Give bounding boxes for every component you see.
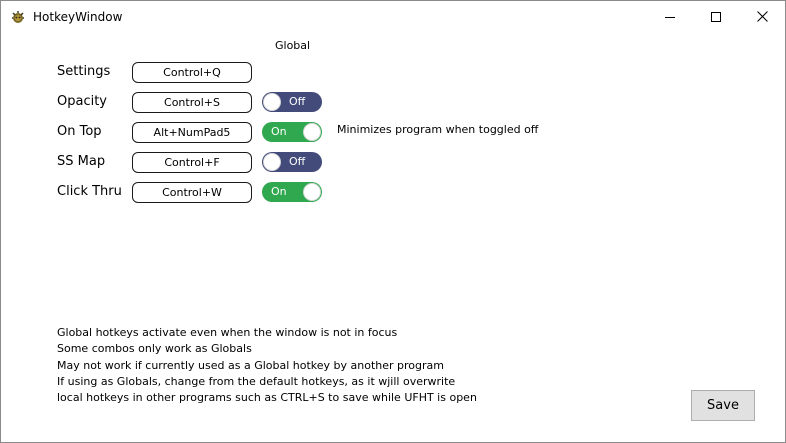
toggle-state-label: On: [271, 125, 287, 138]
opacity-toggle[interactable]: Off: [262, 92, 322, 112]
section-heading: Global: [275, 39, 311, 52]
info-line: local hotkeys in other programs such as …: [57, 391, 477, 405]
app-icon: [10, 9, 26, 25]
info-line: Global hotkeys activate even when the wi…: [57, 326, 398, 339]
toggle-state-label: Off: [289, 155, 306, 168]
click-thru-toggle[interactable]: On: [262, 182, 322, 202]
opacity-hotkey-field[interactable]: Control+S: [132, 92, 252, 113]
maximize-icon: [711, 11, 721, 22]
window-title: HotkeyWindow: [33, 10, 123, 24]
toggle-knob: [303, 183, 321, 201]
toggle-knob: [303, 123, 321, 141]
minimize-button[interactable]: [647, 1, 693, 32]
on-top-toggle[interactable]: On: [262, 122, 322, 142]
title-bar[interactable]: HotkeyWindow: [1, 1, 785, 32]
opacity-label: Opacity: [57, 94, 108, 109]
info-line: If using as Globals, change from the def…: [57, 374, 456, 388]
maximize-button[interactable]: [693, 1, 739, 32]
toggle-knob: [263, 153, 281, 171]
info-line: May not work if currently used as a Glob…: [57, 358, 444, 372]
on-top-note: Minimizes program when toggled off: [337, 123, 539, 136]
close-button[interactable]: [739, 1, 785, 32]
minimize-icon: [665, 16, 675, 18]
settings-label: Settings: [57, 64, 111, 79]
info-line: Some combos only work as Globals: [57, 342, 252, 356]
close-icon: [756, 11, 768, 22]
settings-hotkey-field[interactable]: Control+Q: [132, 62, 252, 83]
ss-map-toggle[interactable]: Off: [262, 152, 322, 172]
save-button[interactable]: Save: [691, 390, 755, 421]
click-thru-hotkey-field[interactable]: Control+W: [132, 182, 252, 203]
toggle-knob: [263, 93, 281, 111]
click-thru-label: Click Thru: [57, 184, 122, 199]
ss-map-label: SS Map: [57, 154, 106, 169]
on-top-hotkey-field[interactable]: Alt+NumPad5: [132, 122, 252, 143]
on-top-label: On Top: [57, 124, 102, 139]
ss-map-hotkey-field[interactable]: Control+F: [132, 152, 252, 173]
toggle-state-label: Off: [289, 95, 306, 108]
info-notes: Global hotkeys activate even when the wi…: [57, 325, 477, 406]
toggle-state-label: On: [271, 185, 287, 198]
